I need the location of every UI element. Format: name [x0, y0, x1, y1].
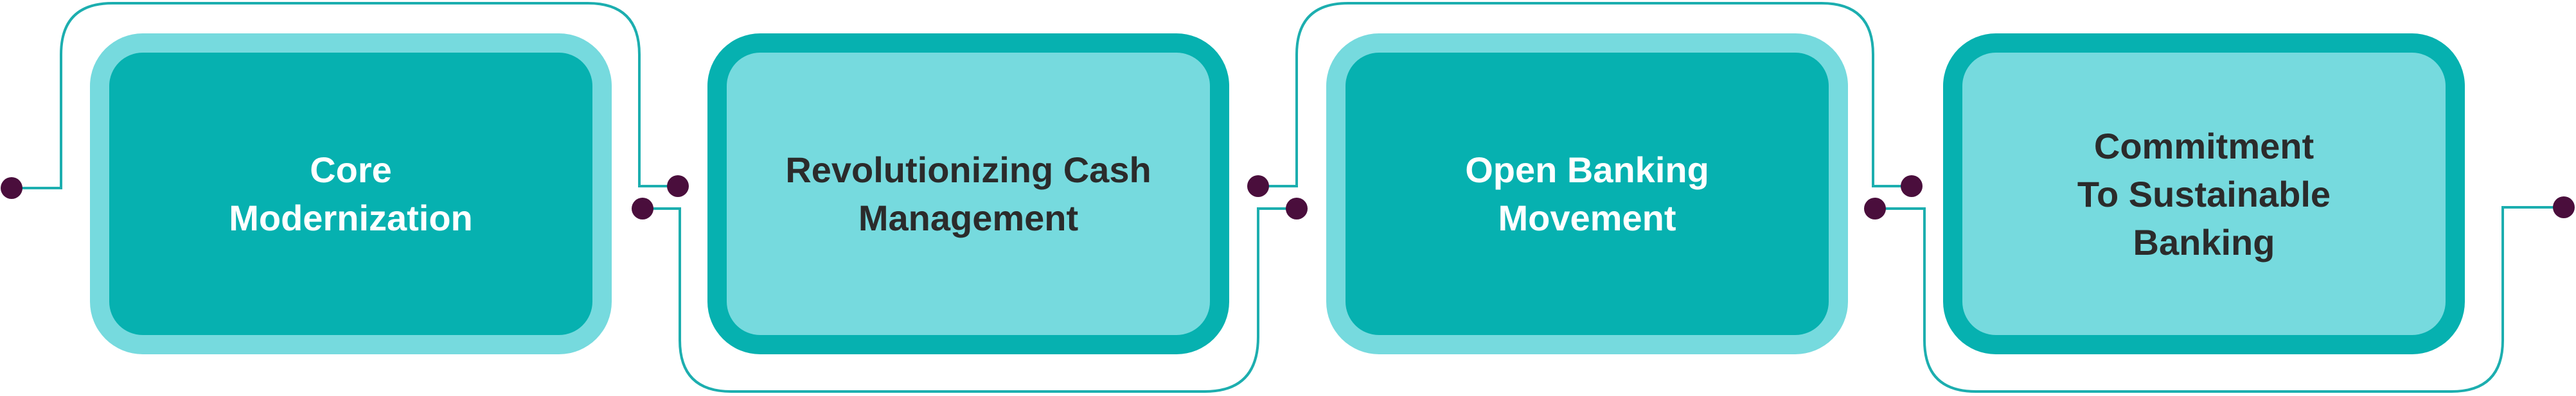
connector-dot	[1901, 175, 1923, 197]
step-2-label: Revolutionizing Cash Management	[785, 150, 1151, 238]
step-2-box: Revolutionizing Cash Management	[707, 33, 1229, 354]
connector-bottom-1	[643, 207, 1297, 393]
connector-dot	[1247, 175, 1269, 197]
step-3-inner: Open Banking Movement	[1346, 53, 1829, 335]
connector-dot	[1286, 198, 1308, 220]
connector-dot	[667, 175, 689, 197]
connector-dot	[632, 198, 653, 220]
step-4-inner: Commitment To Sustainable Banking	[1962, 53, 2446, 335]
connector-bottom-2	[1875, 206, 2564, 393]
connector-top-2	[1258, 2, 1912, 187]
connector-dot	[1864, 198, 1886, 220]
step-4-label: Commitment To Sustainable Banking	[2077, 125, 2331, 263]
connector-dot	[1, 177, 22, 199]
step-3-label: Open Banking Movement	[1465, 150, 1709, 238]
connector-top-1	[12, 2, 678, 189]
step-1-inner: Core Modernization	[109, 53, 592, 335]
step-1-label: Core Modernization	[229, 150, 473, 238]
step-3-box: Open Banking Movement	[1326, 33, 1848, 354]
connector-dot	[2553, 196, 2575, 218]
step-1-box: Core Modernization	[90, 33, 612, 354]
step-2-inner: Revolutionizing Cash Management	[727, 53, 1210, 335]
step-4-box: Commitment To Sustainable Banking	[1943, 33, 2465, 354]
